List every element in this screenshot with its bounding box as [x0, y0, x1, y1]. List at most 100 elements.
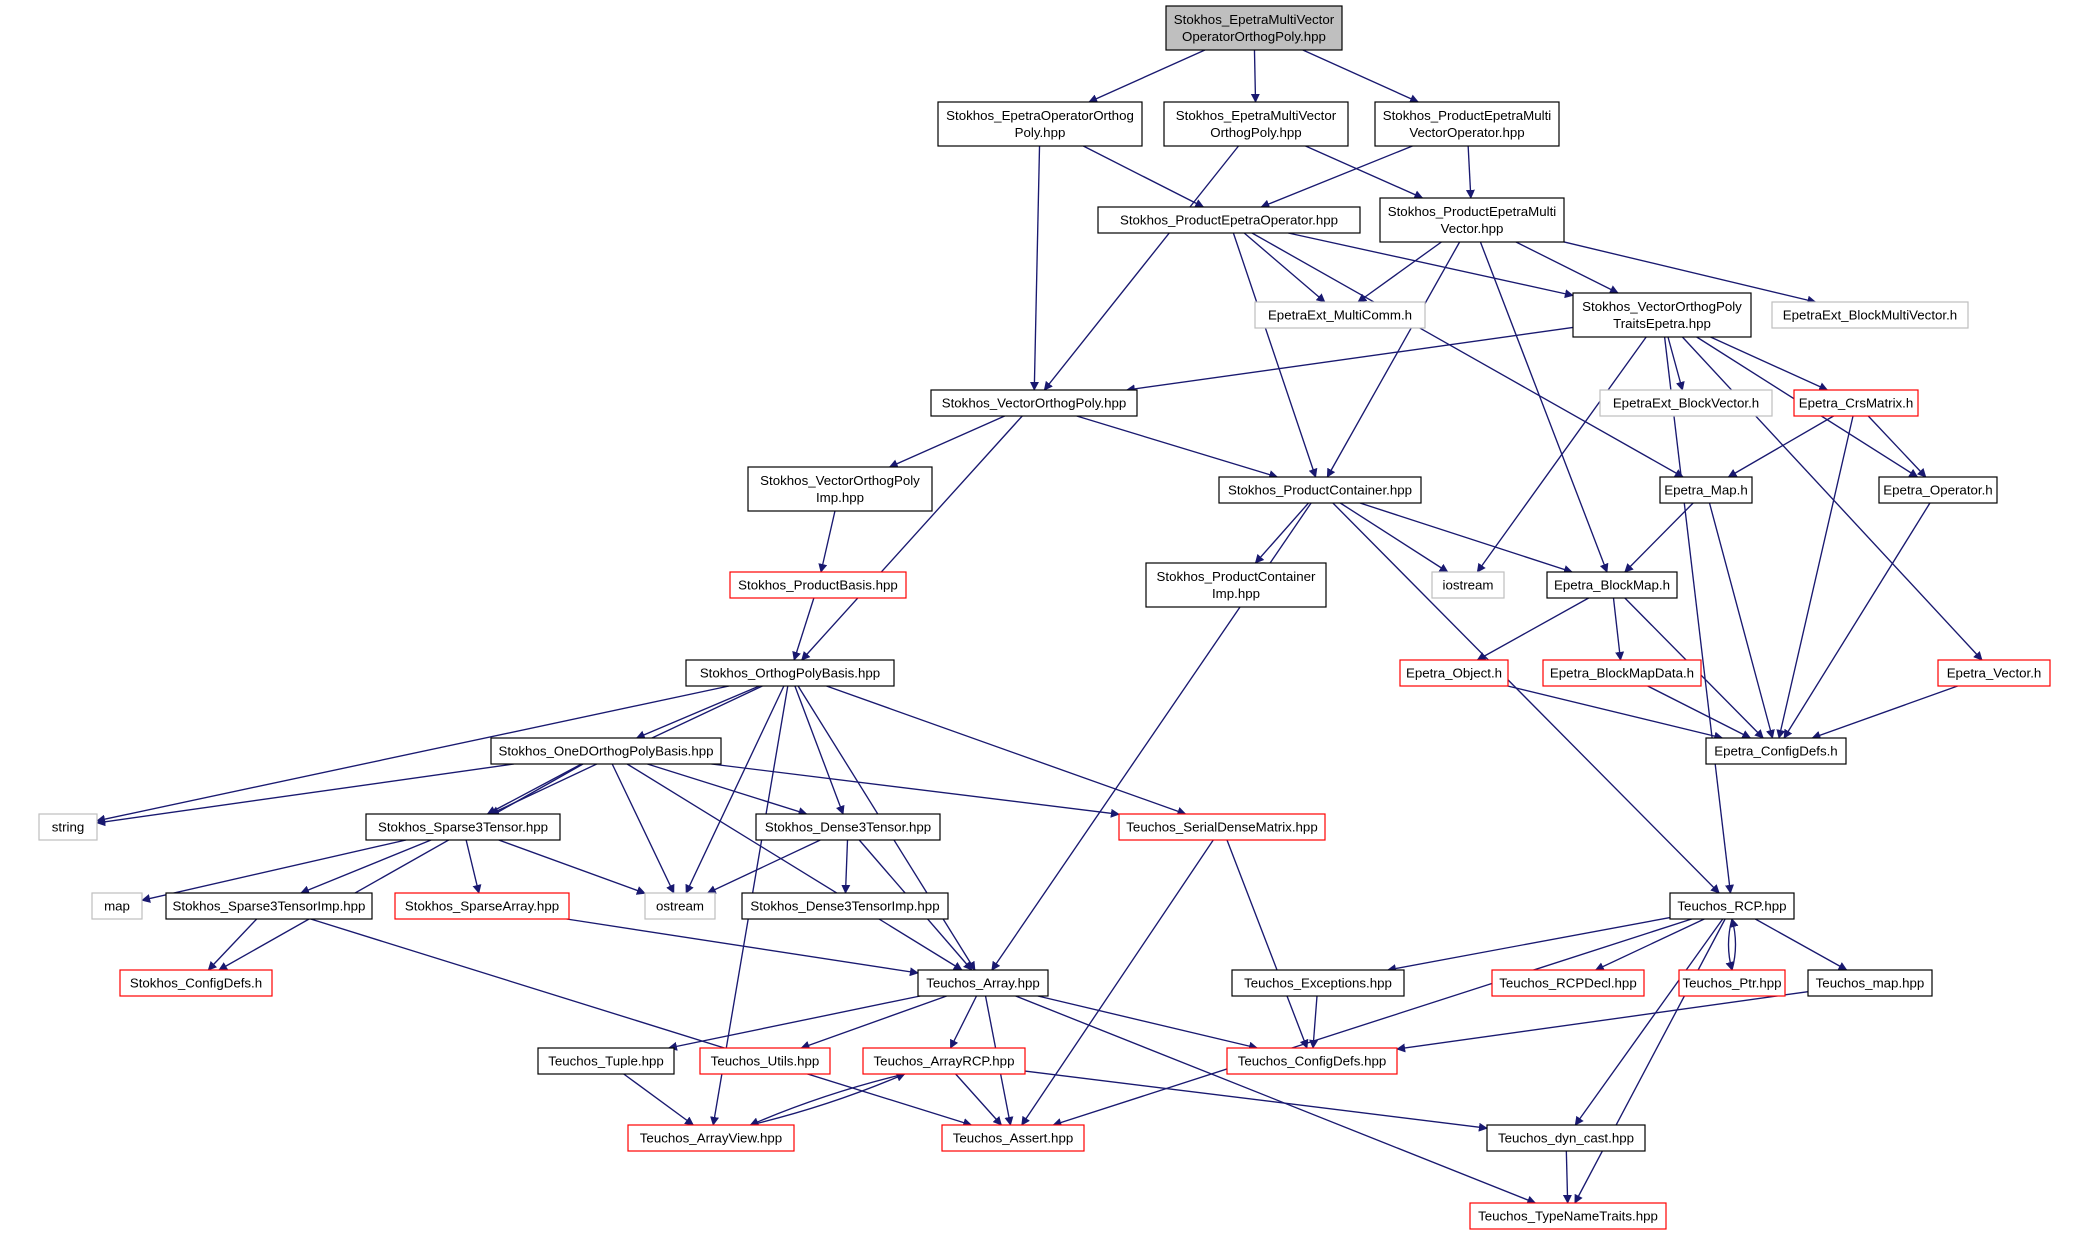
node-epetraBlockMapData[interactable]: Epetra_BlockMapData.h: [1542, 659, 1702, 687]
edge-ptr-to-rcp: [1729, 918, 1739, 971]
node-epetraExtBlockMultiVector[interactable]: EpetraExt_BlockMultiVector.h: [1771, 301, 1969, 329]
node-array[interactable]: Teuchos_Array.hpp: [917, 969, 1049, 997]
edge-productContainer-to-rcp: [1332, 502, 1720, 894]
node-label-stokhosConfigDefs-0: Stokhos_ConfigDefs.h: [130, 976, 262, 991]
node-epetraBlockMap[interactable]: Epetra_BlockMap.h: [1546, 571, 1678, 599]
edge-exceptions-to-teuchosConfigDefs: [1309, 995, 1319, 1049]
node-arrayView[interactable]: Teuchos_ArrayView.hpp: [627, 1124, 795, 1152]
node-label-arrayRCP-0: Teuchos_ArrayRCP.hpp: [874, 1054, 1015, 1069]
edge-vectorOrthogPolyTraitsEpetra-to-iostream: [1476, 336, 1647, 573]
node-sparseArray[interactable]: Stokhos_SparseArray.hpp: [394, 892, 570, 920]
edge-vectorOrthogPolyImp-to-productBasis: [818, 510, 836, 573]
node-dense3Tensor[interactable]: Stokhos_Dense3Tensor.hpp: [755, 813, 941, 841]
node-sparse3Tensor[interactable]: Stokhos_Sparse3Tensor.hpp: [365, 813, 561, 841]
node-vectorOrthogPoly[interactable]: Stokhos_VectorOrthogPoly.hpp: [930, 389, 1138, 417]
node-typeNameTraits[interactable]: Teuchos_TypeNameTraits.hpp: [1469, 1202, 1667, 1230]
node-label-productContainer-0: Stokhos_ProductContainer.hpp: [1228, 483, 1412, 498]
node-epetraExtMultiComm[interactable]: EpetraExt_MultiComm.h: [1254, 301, 1426, 329]
node-root[interactable]: Stokhos_EpetraMultiVectorOperatorOrthogP…: [1165, 5, 1343, 51]
node-orthogPolyBasis[interactable]: Stokhos_OrthogPolyBasis.hpp: [685, 659, 895, 687]
node-label-root-0: Stokhos_EpetraMultiVector: [1174, 12, 1335, 27]
node-label-assert-0: Teuchos_Assert.hpp: [953, 1131, 1073, 1146]
node-label-iostream-0: iostream: [1443, 578, 1494, 593]
edge-rcp-to-assert: [1052, 918, 1692, 1127]
node-box-epetraBlockMapData: [1542, 659, 1702, 687]
nodes-layer: Stokhos_EpetraMultiVectorOperatorOrthogP…: [38, 5, 2051, 1230]
node-label-dense3TensorImp-0: Stokhos_Dense3TensorImp.hpp: [750, 899, 939, 914]
node-label-vectorOrthogPolyImp-0: Stokhos_VectorOrthogPoly: [760, 473, 920, 488]
node-box-epetraCrsMatrix: [1793, 389, 1919, 417]
edge-vectorOrthogPoly-to-productContainer: [1076, 415, 1279, 479]
edge-epetraCrsMatrix-to-epetraConfigDefs: [1776, 415, 1854, 739]
edge-sparseArray-to-array: [566, 918, 919, 977]
node-box-productBasis: [729, 571, 907, 599]
node-tuple[interactable]: Teuchos_Tuple.hpp: [537, 1047, 675, 1075]
node-epetraMap[interactable]: Epetra_Map.h: [1659, 476, 1753, 504]
edge-orthogPolyBasis-to-serialDenseMatrix: [826, 685, 1187, 816]
node-rcpDecl[interactable]: Teuchos_RCPDecl.hpp: [1491, 969, 1645, 997]
node-stokhosConfigDefs[interactable]: Stokhos_ConfigDefs.h: [119, 969, 273, 997]
node-box-dense3TensorImp: [741, 892, 949, 920]
node-epetraOperator[interactable]: Epetra_Operator.h: [1878, 476, 1998, 504]
node-utils[interactable]: Teuchos_Utils.hpp: [699, 1047, 831, 1075]
node-productEpetraMultiVectorOperator[interactable]: Stokhos_ProductEpetraMultiVectorOperator…: [1374, 101, 1560, 147]
node-ptr[interactable]: Teuchos_Ptr.hpp: [1678, 969, 1786, 997]
node-productContainer[interactable]: Stokhos_ProductContainer.hpp: [1218, 476, 1422, 504]
node-label-productEpetraOperator-0: Stokhos_ProductEpetraOperator.hpp: [1120, 213, 1338, 228]
node-productBasis[interactable]: Stokhos_ProductBasis.hpp: [729, 571, 907, 599]
node-productEpetraOperator[interactable]: Stokhos_ProductEpetraOperator.hpp: [1097, 206, 1361, 234]
node-map[interactable]: map: [91, 892, 143, 920]
edge-epetraMap-to-epetraConfigDefs: [1708, 502, 1775, 739]
edge-productEpetraOperator-to-productContainer: [1232, 232, 1318, 478]
node-label-serialDenseMatrix-0: Teuchos_SerialDenseMatrix.hpp: [1126, 820, 1317, 835]
edge-epetraBlockMap-to-epetraObject: [1476, 597, 1589, 661]
node-exceptions[interactable]: Teuchos_Exceptions.hpp: [1231, 969, 1405, 997]
node-label-epetraBlockMapData-0: Epetra_BlockMapData.h: [1550, 666, 1694, 681]
node-teuchosConfigDefs[interactable]: Teuchos_ConfigDefs.hpp: [1226, 1047, 1398, 1075]
node-box-utils: [699, 1047, 831, 1075]
node-box-vectorOrthogPolyTraitsEpetra: [1572, 292, 1752, 338]
edge-vectorOrthogPolyTraitsEpetra-to-epetraCrsMatrix: [1710, 336, 1829, 391]
node-epetraObject[interactable]: Epetra_Object.h: [1399, 659, 1509, 687]
node-box-dynCast: [1486, 1124, 1646, 1152]
node-ostream[interactable]: ostream: [644, 892, 716, 920]
edge-oneDOrthogPolyBasis-to-string: [96, 763, 515, 827]
node-label-epetraExtMultiComm-0: EpetraExt_MultiComm.h: [1268, 308, 1412, 323]
node-teuchosMap[interactable]: Teuchos_map.hpp: [1807, 969, 1933, 997]
node-rcp[interactable]: Teuchos_RCP.hpp: [1669, 892, 1795, 920]
node-box-sparseArray: [394, 892, 570, 920]
node-epetraCrsMatrix[interactable]: Epetra_CrsMatrix.h: [1793, 389, 1919, 417]
node-box-epetraVector: [1937, 659, 2051, 687]
edge-array-to-teuchosConfigDefs: [1037, 995, 1259, 1051]
node-label-epetraConfigDefs-0: Epetra_ConfigDefs.h: [1714, 744, 1837, 759]
node-sparse3TensorImp[interactable]: Stokhos_Sparse3TensorImp.hpp: [165, 892, 373, 920]
node-box-oneDOrthogPolyBasis: [490, 737, 722, 765]
node-epetraExtBlockVector[interactable]: EpetraExt_BlockVector.h: [1599, 389, 1773, 417]
edge-orthogPolyBasis-to-dense3Tensor: [794, 685, 845, 815]
node-oneDOrthogPolyBasis[interactable]: Stokhos_OneDOrthogPolyBasis.hpp: [490, 737, 722, 765]
node-assert[interactable]: Teuchos_Assert.hpp: [941, 1124, 1085, 1152]
node-string[interactable]: string: [38, 813, 98, 841]
node-arrayRCP[interactable]: Teuchos_ArrayRCP.hpp: [862, 1047, 1026, 1075]
node-iostream[interactable]: iostream: [1431, 571, 1505, 599]
node-dense3TensorImp[interactable]: Stokhos_Dense3TensorImp.hpp: [741, 892, 949, 920]
node-label-productContainerImp-1: Imp.hpp: [1212, 586, 1260, 601]
node-epetraVector[interactable]: Epetra_Vector.h: [1937, 659, 2051, 687]
node-epetraConfigDefs[interactable]: Epetra_ConfigDefs.h: [1705, 737, 1847, 765]
edge-vectorOrthogPolyTraitsEpetra-to-epetraExtBlockVector: [1667, 336, 1685, 391]
edge-tuple-to-arrayView: [623, 1073, 694, 1126]
node-box-epetraConfigDefs: [1705, 737, 1847, 765]
node-dynCast[interactable]: Teuchos_dyn_cast.hpp: [1486, 1124, 1646, 1152]
node-label-productEpetraMultiVectorOperator-0: Stokhos_ProductEpetraMulti: [1383, 108, 1552, 123]
node-label-productEpetraMultiVector-0: Stokhos_ProductEpetraMulti: [1388, 204, 1557, 219]
node-box-ostream: [644, 892, 716, 920]
edge-array-to-arrayRCP: [949, 995, 978, 1049]
node-serialDenseMatrix[interactable]: Teuchos_SerialDenseMatrix.hpp: [1118, 813, 1326, 841]
node-label-sparse3TensorImp-0: Stokhos_Sparse3TensorImp.hpp: [173, 899, 366, 914]
